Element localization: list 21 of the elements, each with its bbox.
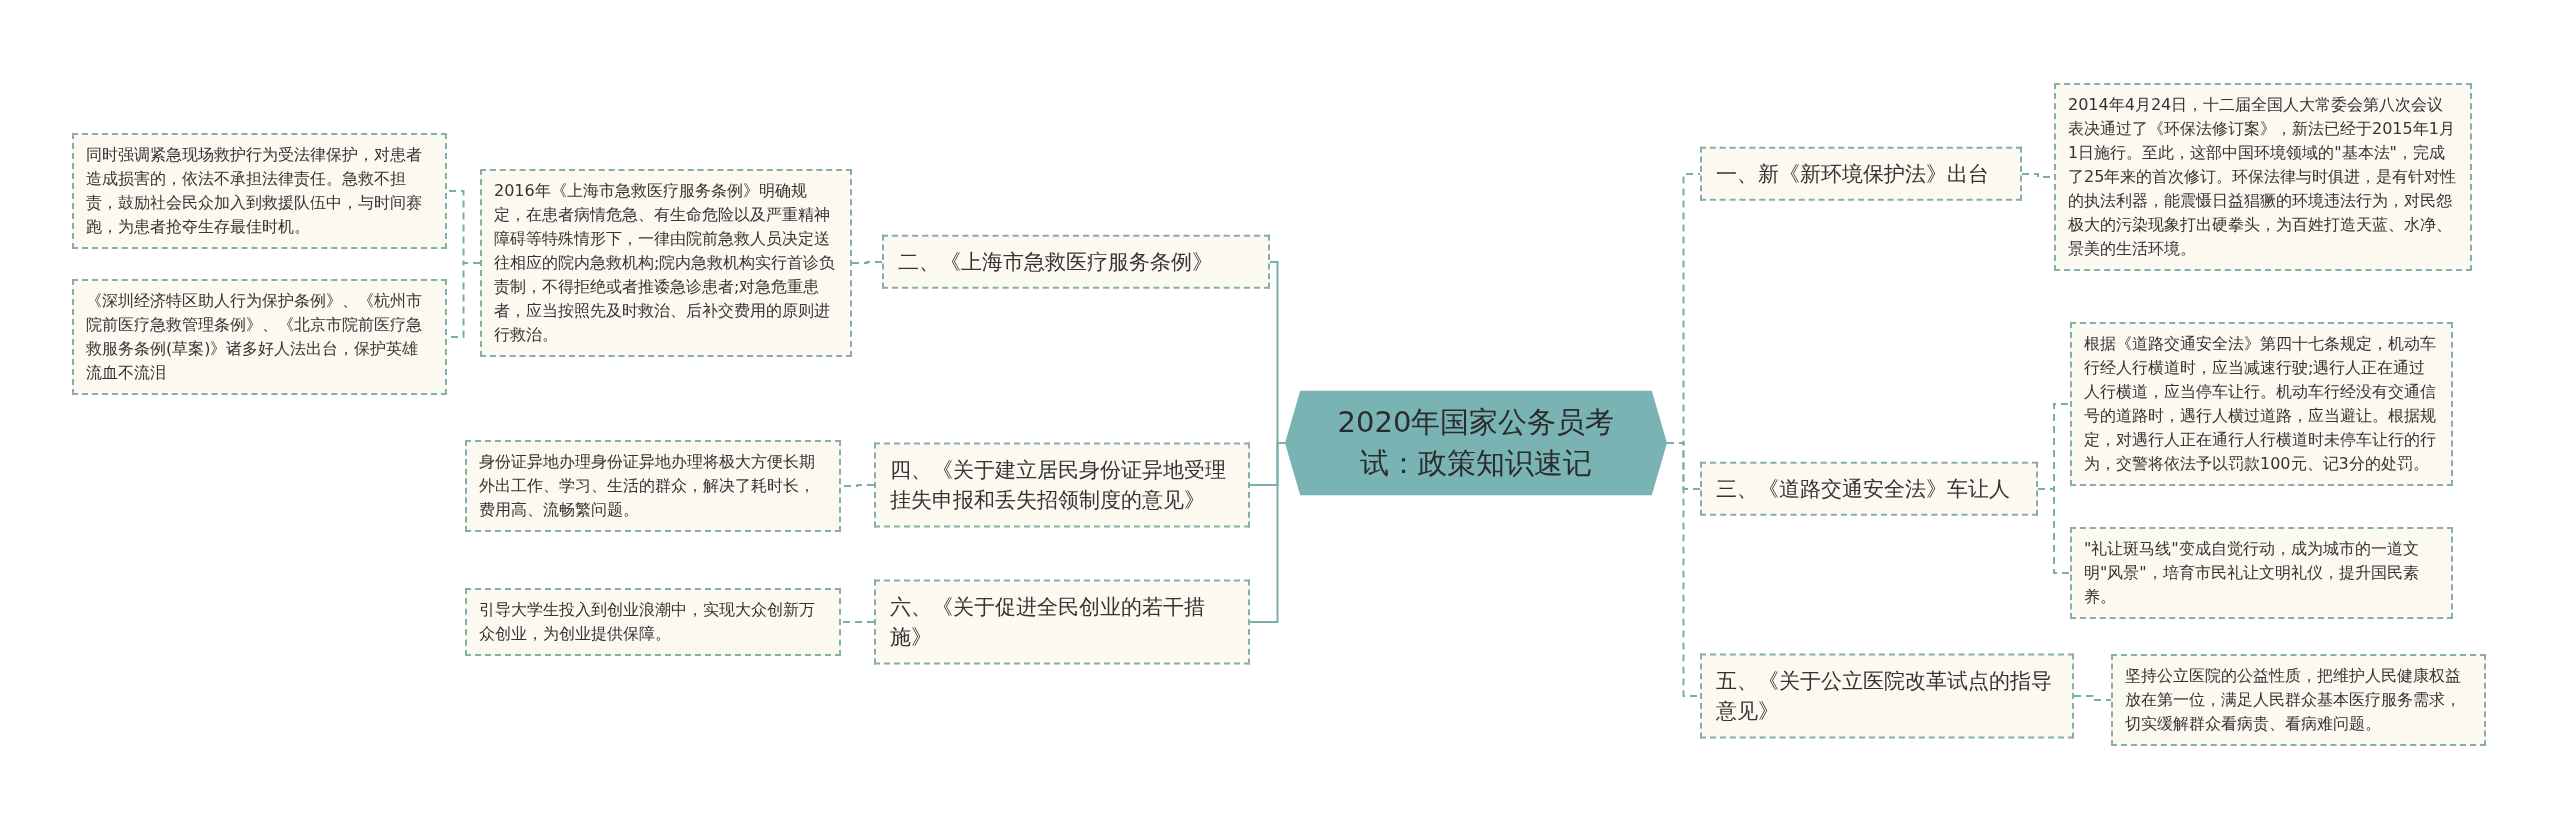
connector-line [2037, 488, 2071, 574]
topic-box: 四、《关于建立居民身份证异地受理挂失申报和丢失招领制度的意见》 [874, 442, 1250, 528]
topic-box: 五、《关于公立医院改革试点的指导意见》 [1700, 653, 2074, 739]
topic-box: 六、《关于促进全民创业的若干措施》 [874, 579, 1250, 665]
connector-line [2073, 695, 2112, 701]
note-box: 《深圳经济特区助人行为保护条例》、《杭州市院前医疗急救管理条例》、《北京市院前医疗急救服务条例(草案)》诸多好人法出台，保护英雄流血不流泪 [72, 279, 447, 395]
topic-box: 三、《道路交通安全法》车让人 [1700, 461, 2038, 517]
connector-line [1249, 442, 1286, 623]
note-box: 2016年《上海市急救医疗服务条例》明确规定，在患者病情危急、有生命危险以及严重精神障碍等特殊情形下，一律由院前急救人员决定送往相应的院内急救机构;院内急救机构实行首诊负责制，不得拒绝或者推诿急诊患者;对急危重患者，应当按照先及时救治、后补交费用的原则进行救治。 [480, 169, 852, 357]
note-box: 坚持公立医院的公益性质，把维护人民健康权益放在第一位，满足人民群众基本医疗服务需求，切实缓解群众看病贵、看病难问题。 [2111, 654, 2486, 746]
central-topic: 2020年国家公务员考试：政策知识速记 [1285, 390, 1667, 496]
note-box: 2014年4月24日，十二届全国人大常委会第八次会议表决通过了《环保法修订案》，新法已经于2015年1月1日施行。至此，这部中国环境领域的"基本法"，完成了25年来的首次修订。环保法律与时俱进，是有针对性的执法利器，能震慑日益猖獗的环境违法行为，对民怨极大的污染现象打出硬拳头，为百姓打造天蓝、水净、景美的生活环境。 [2054, 83, 2472, 271]
connector-line [840, 621, 875, 623]
note-box: 身份证异地办理身份证异地办理将极大方便长期外出工作、学习、生活的群众，解决了耗时长，费用高、流畅繁问题。 [465, 440, 841, 532]
topic-box: 一、新《新环境保护法》出台 [1700, 146, 2022, 202]
note-box: "礼让斑马线"变成自觉行动，成为城市的一道文明"风景"，培育市民礼让文明礼仪，提升国民素养。 [2070, 527, 2453, 619]
note-box: 根据《道路交通安全法》第四十七条规定，机动车行经人行横道时，应当减速行驶;遇行人正在通过人行横道，应当停车让行。机动车行经没有交通信号的道路时，遇行人横过道路，应当避让。根据规定，对遇行人正在通行人行横道时未停车让行的行为，交警将依法予以罚款100元、记3分的处罚。 [2070, 322, 2453, 486]
note-box: 引导大学生投入到创业浪潮中，实现大众创新万众创业，为创业提供保障。 [465, 588, 841, 656]
note-box: 同时强调紧急现场救护行为受法律保护，对患者造成损害的，依法不承担法律责任。急救不担责，鼓励社会民众加入到救援队伍中，与时间赛跑，为患者抢夺生存最佳时机。 [72, 133, 447, 249]
connector-line [851, 261, 883, 264]
topic-box: 二、《上海市急救医疗服务条例》 [882, 234, 1270, 290]
